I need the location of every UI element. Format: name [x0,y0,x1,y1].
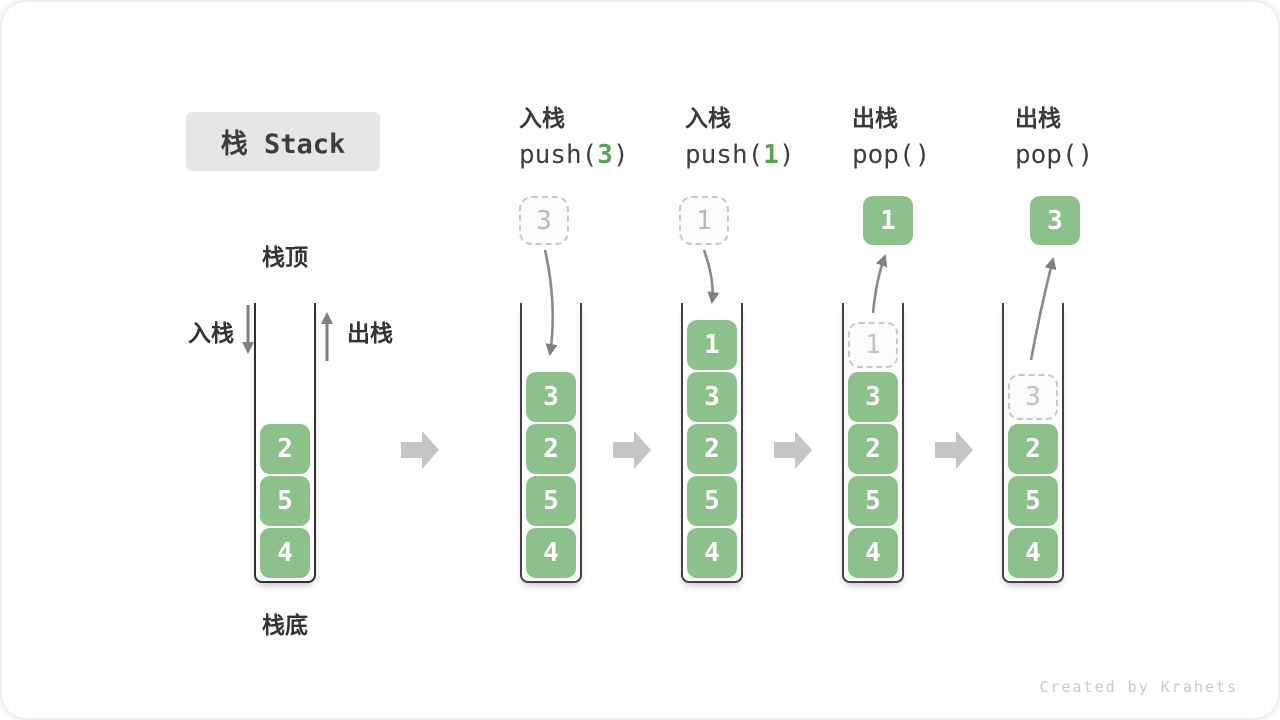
operation-push-1: 入栈 push(1) [685,106,855,170]
push-arrow-into-stack-icon [702,249,720,304]
stack-element: 2 [1008,424,1058,474]
pop-side-label: 出栈 [347,321,393,347]
stack-element: 4 [687,528,737,578]
stack-bottom-label: 栈底 [262,613,308,639]
stack-element: 5 [260,476,310,526]
stack-element: 5 [526,476,576,526]
popped-element-box: 1 [863,196,913,245]
stack-element: 2 [260,424,310,474]
stack-container-initial: 2 5 4 [254,303,316,583]
step-arrow-icon [935,431,973,469]
stack-element: 3 [526,372,576,422]
operation-code: push(3) [519,140,629,170]
watermark-credit: Created by Krahets [1039,678,1238,696]
operation-label: 出栈 [852,106,898,132]
operation-code: pop() [1015,140,1094,170]
stack-element: 2 [526,424,576,474]
stack-element-ghost: 3 [1008,374,1058,420]
operation-label: 入栈 [685,106,731,132]
stack-element: 3 [687,372,737,422]
operation-code: push(1) [685,140,795,170]
stack-element: 2 [848,424,898,474]
stack-element: 3 [848,372,898,422]
incoming-element-box: 3 [519,196,569,245]
operation-label: 出栈 [1015,106,1061,132]
stack-container-after-push-1: 1 3 2 5 4 [681,303,743,583]
stack-element: 4 [526,528,576,578]
stack-element: 5 [1008,476,1058,526]
stack-element: 4 [848,528,898,578]
push-argument: 3 [597,140,613,170]
operation-pop-second: 出栈 pop() [1015,106,1185,170]
push-side-label: 入栈 [188,321,234,347]
stack-element: 2 [687,424,737,474]
step-arrow-icon [613,431,651,469]
stack-element: 4 [1008,528,1058,578]
operation-pop-first: 出栈 pop() [852,106,1022,170]
operation-push-3: 入栈 push(3) [519,106,689,170]
stack-element: 1 [687,320,737,370]
stack-element: 5 [848,476,898,526]
figure-title-box: 栈 Stack [186,112,380,171]
step-arrow-icon [401,431,439,469]
stack-element: 5 [687,476,737,526]
push-argument: 1 [763,140,779,170]
stack-element-ghost: 1 [848,322,898,368]
step-arrow-icon [774,431,812,469]
stack-container-after-pop-3: 3 2 5 4 [1002,303,1064,583]
stack-top-label: 栈顶 [262,245,308,271]
stack-element: 4 [260,528,310,578]
stack-container-after-pop-1: 1 3 2 5 4 [842,303,904,583]
operation-label: 入栈 [519,106,565,132]
operation-code: pop() [852,140,931,170]
stack-container-after-push-3: 3 2 5 4 [520,303,582,583]
figure-title: 栈 Stack [220,129,346,160]
incoming-element-box: 1 [679,196,729,245]
popped-element-box: 3 [1030,196,1080,245]
